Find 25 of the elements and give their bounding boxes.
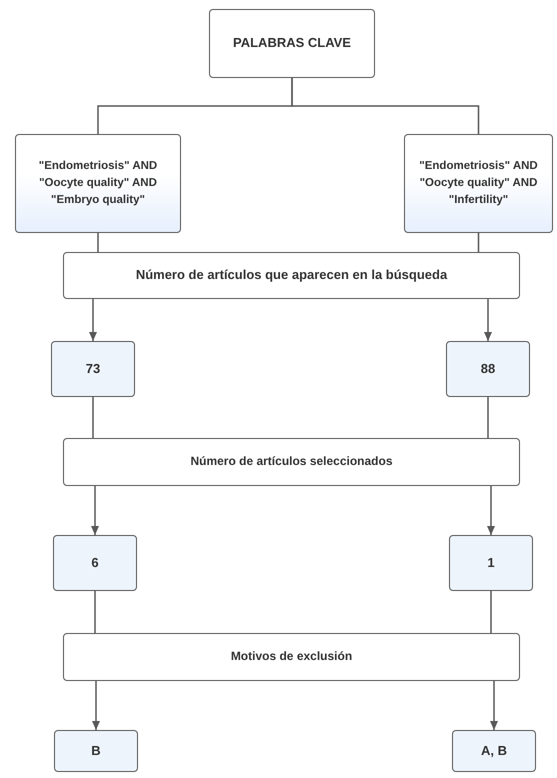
connector-line bbox=[487, 397, 489, 438]
connector-line bbox=[92, 681, 100, 730]
connector-line bbox=[484, 299, 492, 341]
process-box: 73 bbox=[51, 341, 135, 397]
connector-line bbox=[92, 397, 94, 438]
connector-line bbox=[94, 591, 96, 633]
process-box: Número de artículos que aparecen en la búsqueda bbox=[63, 252, 520, 299]
process-box: "Endometriosis" AND "Oocyte quality" AND "Infertility" bbox=[404, 134, 553, 233]
connector-line bbox=[490, 681, 498, 730]
process-box: "Endometriosis" AND "Oocyte quality" AND "Embryo quality" bbox=[15, 134, 181, 233]
connector-line bbox=[91, 486, 99, 535]
process-box: Número de artículos seleccionados bbox=[63, 438, 520, 486]
process-box: 1 bbox=[449, 535, 533, 591]
process-box: A, B bbox=[452, 730, 536, 772]
connector-line bbox=[487, 486, 495, 535]
connector-line bbox=[490, 591, 492, 633]
process-box: 88 bbox=[446, 341, 530, 397]
process-box: Motivos de exclusión bbox=[63, 633, 520, 681]
process-box: 6 bbox=[53, 535, 137, 591]
connector-line bbox=[89, 299, 97, 341]
connector-line bbox=[291, 78, 480, 134]
process-box: B bbox=[54, 730, 138, 772]
process-box: PALABRAS CLAVE bbox=[209, 9, 375, 78]
connector-line bbox=[97, 233, 99, 252]
connector-line bbox=[478, 233, 480, 252]
